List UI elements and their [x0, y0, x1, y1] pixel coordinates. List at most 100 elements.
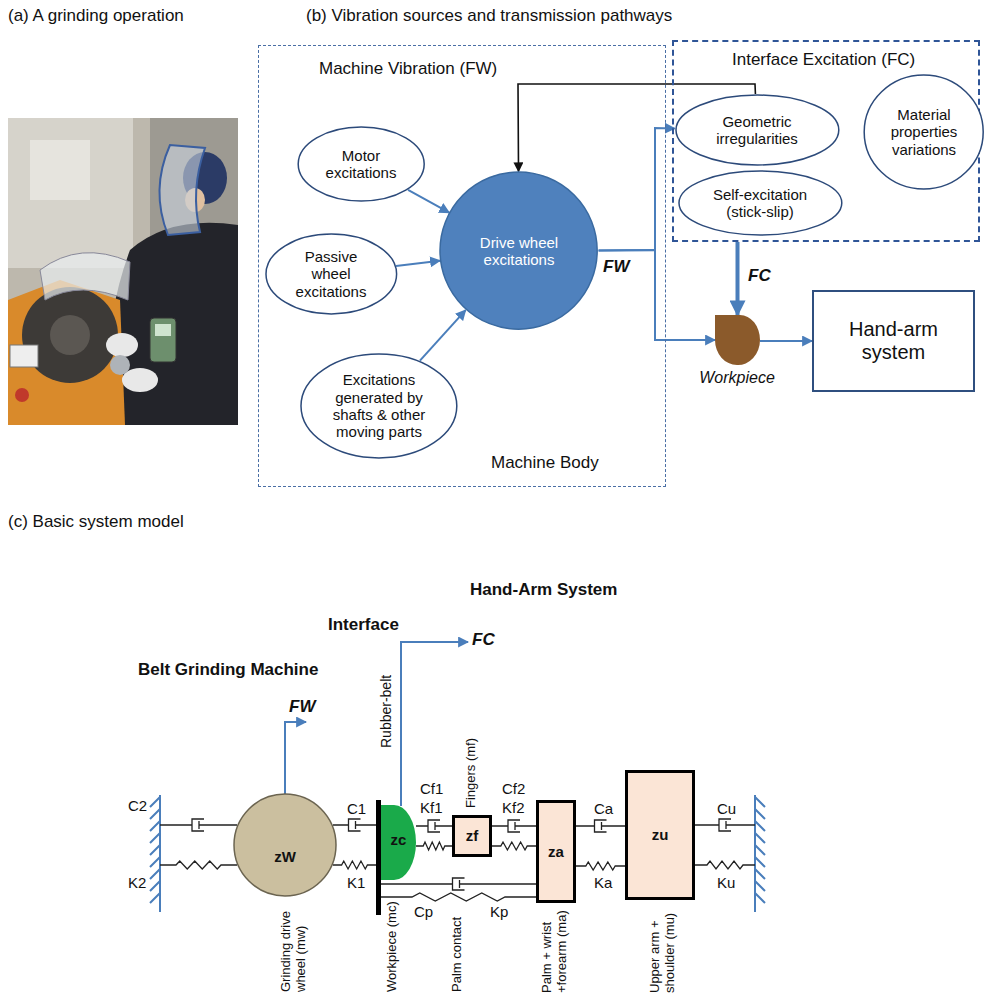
node-text: Self-excitation (stick-slip)	[704, 186, 816, 221]
damper-symbol	[333, 819, 376, 831]
text-area: zW	[233, 817, 337, 897]
node-text: Geometric irregularities	[701, 113, 813, 148]
node-outline	[298, 127, 424, 201]
node-text: Interface Excitation (FC)	[732, 50, 915, 70]
group-box: Interface Excitation (FC) Geometric irreg…	[672, 40, 980, 242]
part-label: Workpiece (mc)	[385, 897, 400, 992]
group-heading: Belt Grinding Machine	[138, 660, 318, 680]
node-outline	[266, 234, 397, 314]
node-outline	[234, 794, 336, 896]
node-text: Excitations generated by shafts & other …	[325, 371, 432, 440]
support-bar	[376, 800, 381, 915]
damper-symbol	[381, 878, 536, 890]
part-label: Grinding drive wheel (mw)	[279, 897, 309, 992]
node-outline	[440, 172, 597, 329]
connector-arrow	[736, 242, 740, 315]
parameter-label: Cu	[717, 800, 736, 817]
part-label: Fingers (mf)	[464, 728, 479, 808]
node-text: zu	[652, 826, 669, 843]
photo	[150, 318, 176, 362]
spring-symbol	[416, 842, 452, 850]
text-area: Passive wheel excitations	[265, 233, 398, 315]
text-area: zf	[455, 818, 489, 854]
ellipse-node: Self-excitation (stick-slip)	[678, 170, 843, 236]
photo	[40, 253, 130, 300]
photo	[8, 118, 238, 425]
ellipse-node: Passive wheel excitations	[265, 233, 398, 315]
mass-block: zu	[625, 770, 695, 900]
ground-wall	[150, 797, 160, 903]
spring-damper	[492, 820, 536, 850]
connector-arrow	[599, 250, 715, 340]
spring-damper	[695, 819, 755, 831]
node-outline	[676, 95, 839, 165]
text-area: Hand-arm system	[814, 292, 973, 390]
photo	[106, 333, 138, 357]
parameter-label: Ku	[717, 874, 735, 891]
ellipse-node: Excitations generated by shafts & other …	[300, 353, 458, 459]
node-text: Drive wheel excitations	[465, 234, 573, 269]
text-area: Drive wheel excitations	[439, 171, 598, 330]
spring-damper	[381, 878, 536, 901]
group-heading: Interface	[328, 615, 399, 635]
edge-label: FW	[601, 257, 631, 277]
panel-title: (b) Vibration sources and transmission p…	[306, 6, 672, 26]
node-text: zW	[274, 848, 296, 865]
damper-symbol	[492, 820, 536, 832]
connector-arrow	[396, 261, 440, 266]
parameter-label: K2	[128, 874, 146, 891]
text-area: zc	[381, 800, 416, 879]
panel-title: (a) A grinding operation	[8, 6, 184, 26]
text-area: Geometric irregularities	[675, 94, 840, 166]
spring-damper	[416, 820, 452, 850]
spring-symbol	[381, 893, 536, 901]
text-area: Self-excitation (stick-slip)	[678, 170, 843, 236]
workpiece-outline	[715, 315, 760, 365]
node-text: Passive wheel excitations	[286, 248, 375, 300]
wheel-mass: zW	[233, 793, 337, 897]
workpiece-outline	[715, 315, 760, 365]
part-label: Palm + wrist +forearm (ma)	[540, 905, 570, 993]
parameter-label: C2	[128, 797, 147, 814]
ellipse-node: Motor excitations	[297, 126, 425, 202]
circle-node: Drive wheel excitations	[439, 171, 598, 330]
parameter-label: Kp	[490, 903, 508, 920]
photo	[159, 145, 205, 235]
shape-area	[715, 315, 760, 365]
spring-damper	[160, 819, 237, 831]
force-label: FC	[472, 630, 495, 650]
mass-block: zf	[452, 815, 492, 857]
photo	[8, 118, 238, 425]
text-area: zu	[628, 773, 692, 897]
connector-arrow	[408, 190, 449, 213]
spring-damper	[333, 819, 376, 869]
photo	[50, 315, 90, 355]
spring-damper	[695, 861, 755, 869]
node-text: Workpiece	[697, 369, 777, 387]
text-area: za	[539, 803, 573, 900]
node-outline	[679, 171, 842, 235]
connector-arrow	[420, 310, 466, 361]
node-text: Machine Body	[491, 453, 599, 473]
part-label: Palm contact	[450, 907, 465, 992]
node-text: Machine Vibration (FW)	[319, 59, 497, 79]
parameter-label: C1	[347, 800, 366, 817]
photo	[110, 355, 130, 375]
workpiece-outline	[376, 800, 416, 915]
mass-block: za	[536, 800, 576, 903]
parameter-label: Cp	[414, 903, 433, 920]
node-outline	[864, 75, 983, 189]
photo	[155, 324, 171, 336]
spring-damper	[576, 820, 625, 870]
spring-damper	[160, 861, 237, 869]
photo	[8, 118, 133, 268]
parameter-label: Ka	[594, 874, 612, 891]
spring-symbol	[576, 862, 625, 870]
parameter-label: Kf2	[502, 799, 525, 816]
node-outline	[233, 793, 337, 897]
force-label: FW	[289, 697, 315, 717]
edge-label: FC	[746, 266, 773, 286]
parameter-label: Cf1	[420, 780, 443, 797]
part-label: Rubber-belt	[378, 663, 394, 748]
node-text: Motor excitations	[318, 147, 404, 182]
